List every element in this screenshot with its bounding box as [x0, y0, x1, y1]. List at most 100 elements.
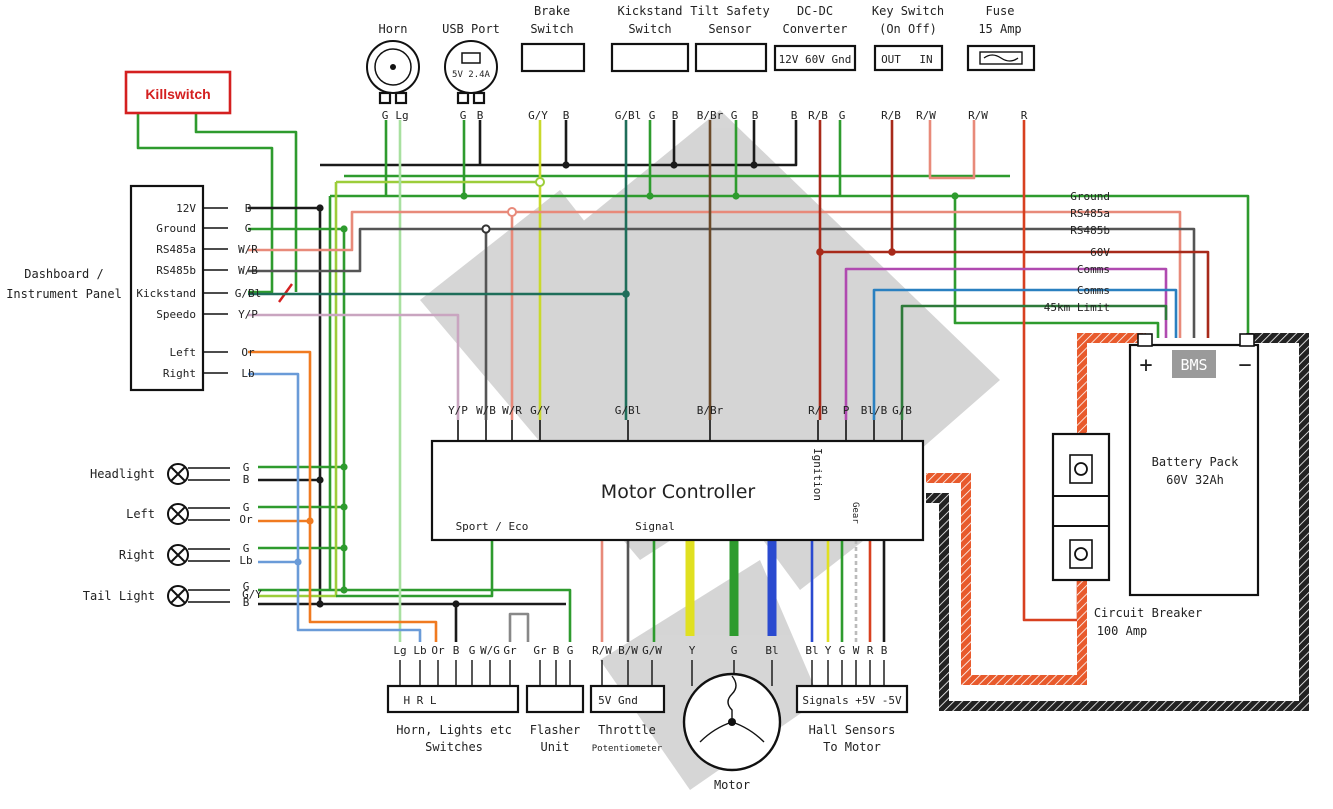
bottom-pin-label: Gr	[503, 644, 517, 657]
controller-pin-label: G/Bl	[615, 404, 642, 417]
bus-label: 60V	[1090, 246, 1110, 259]
light-wire-label: Or	[239, 513, 253, 526]
brake-pin-gy: G/Y	[528, 109, 548, 122]
key-pin-rb: R/B	[881, 109, 901, 122]
junction-dots	[294, 161, 959, 608]
battery-plus: +	[1139, 353, 1152, 378]
fuse-title-1: Fuse	[986, 4, 1015, 18]
breaker-title-2: 100 Amp	[1097, 624, 1148, 638]
bus-label: 45km Limit	[1044, 301, 1110, 314]
bottom-pin-label: R/W	[592, 644, 612, 657]
flasher-title-2: Unit	[541, 740, 570, 754]
dashboard-row-label: Ground	[156, 222, 196, 235]
dashboard-row-wire: Or	[241, 346, 255, 359]
killswitch-box: Killswitch	[124, 70, 232, 115]
bottom-pin-label: B	[881, 644, 888, 657]
bottom-pin-label: B	[453, 644, 460, 657]
bottom-pin-label: W	[853, 644, 860, 657]
dashboard-row-label: RS485a	[156, 243, 196, 256]
bus-label: Comms	[1077, 284, 1110, 297]
key-pin-rw: R/W	[916, 109, 936, 122]
horn-pin-lg: Lg	[395, 109, 408, 122]
light-label: Left	[126, 507, 155, 521]
light-label: Tail Light	[83, 589, 155, 603]
lamp-leads	[188, 467, 230, 481]
switches-face: H R L	[403, 694, 436, 707]
dashboard-row-label: 12V	[176, 202, 196, 215]
horn-component: Horn G Lg	[366, 22, 420, 122]
kickstand-title-2: Switch	[628, 22, 671, 36]
dashboard-row-wire: W/B	[238, 264, 258, 277]
dcdc-pin-g: G	[839, 109, 846, 122]
lamp-cross	[170, 506, 186, 522]
controller-pin-label: W/B	[476, 404, 496, 417]
bottom-pin-label: G/W	[642, 644, 662, 657]
usb-port-component: USB Port 5V 2.4A G B	[442, 22, 500, 122]
bottom-pin-label: Lg	[393, 644, 406, 657]
bottom-pin-label: Lb	[413, 644, 426, 657]
light-wire-label: G	[243, 461, 250, 474]
battery-minus: −	[1238, 353, 1251, 378]
dcdc-title-1: DC-DC	[797, 4, 833, 18]
tilt-title-2: Sensor	[708, 22, 751, 36]
tilt-sensor-component: Tilt Safety Sensor B/Br G B	[690, 4, 769, 122]
dcdc-pin-b: B	[791, 109, 798, 122]
hall-sensors-box: Signals +5V -5V Hall Sensors To Motor	[795, 684, 909, 754]
horn-pin-g: G	[382, 109, 389, 122]
bottom-pin-label: G	[839, 644, 846, 657]
tilt-pin-b: B	[752, 109, 759, 122]
brake-title-1: Brake	[534, 4, 570, 18]
usb-face-label: 5V 2.4A	[452, 70, 491, 80]
fuse-title-2: 15 Amp	[978, 22, 1021, 36]
dashboard-row-wire: W/R	[238, 243, 258, 256]
hall-face: Signals +5V -5V	[802, 694, 902, 707]
bottom-pin-label: Gr	[533, 644, 547, 657]
dashboard-row-label: Speedo	[156, 308, 196, 321]
throttle-face: 5V Gnd	[598, 694, 638, 707]
key-title-2: (On Off)	[879, 22, 937, 36]
kickstand-pin-gbl: G/Bl	[615, 109, 642, 122]
battery-title-1: Battery Pack	[1152, 455, 1239, 469]
bottom-pin-label: Y	[689, 644, 696, 657]
dashboard-row-wire: G	[245, 222, 252, 235]
breaker-title-1: Circuit Breaker	[1094, 606, 1202, 620]
light-wire-label: G	[243, 580, 250, 593]
controller-pin-label: G/B	[892, 404, 912, 417]
key-face-in: IN	[919, 53, 932, 66]
brake-title-2: Switch	[530, 22, 573, 36]
bottom-pin-label: G	[567, 644, 574, 657]
bottom-pin-label: R	[867, 644, 874, 657]
light-wire-label: B	[243, 473, 250, 486]
controller-pin-label: G/Y	[530, 404, 550, 417]
lamp-cross	[170, 547, 186, 563]
dcdc-converter-component: DC-DC Converter 12V 60V Gnd B R/B G	[773, 4, 857, 122]
key-face-out: OUT	[881, 53, 901, 66]
horn-title: Horn	[379, 22, 408, 36]
lamp-cross	[170, 466, 186, 482]
controller-pin-label: P	[843, 404, 850, 417]
bus-label: Comms	[1077, 263, 1110, 276]
dashboard-title-1: Dashboard /	[24, 267, 103, 281]
lamp-leads	[188, 548, 230, 562]
battery-bms-label: BMS	[1180, 356, 1207, 374]
bottom-pin-label: G	[469, 644, 476, 657]
controller-signal: Signal	[635, 520, 675, 533]
controller-pin-label: Y/P	[448, 404, 468, 417]
dcdc-title-2: Converter	[782, 22, 847, 36]
light-label: Right	[119, 548, 155, 562]
light-wire-label: G/Y	[242, 588, 262, 601]
hall-title-2: To Motor	[823, 740, 881, 754]
controller-pin-label: R/B	[808, 404, 828, 417]
dashboard-row-label: Kickstand	[136, 287, 196, 300]
controller-sport-eco: Sport / Eco	[456, 520, 529, 533]
kickstand-title-1: Kickstand	[617, 4, 682, 18]
light-wire-label: B	[243, 596, 250, 609]
kickstand-pin-b: B	[672, 109, 679, 122]
battery-pack: BMS + − Battery Pack 60V 32Ah	[1128, 333, 1260, 597]
wire-bus	[136, 113, 1250, 642]
tilt-pin-g: G	[731, 109, 738, 122]
dashboard-row-label: Right	[163, 367, 196, 380]
